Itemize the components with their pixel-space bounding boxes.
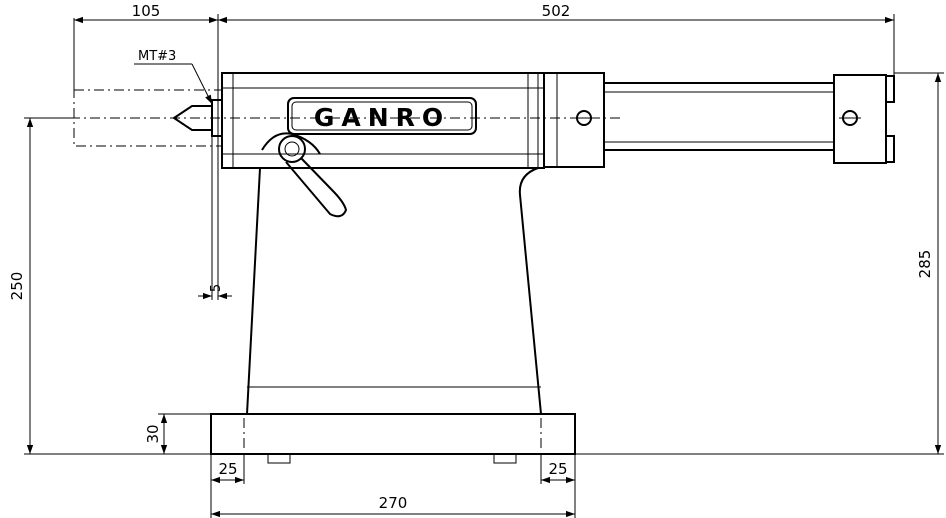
locking-lever[interactable]: [261, 132, 348, 218]
dimension-base-length: 270: [211, 494, 575, 518]
dimension-overall-height: 285: [575, 72, 944, 455]
dim-center-height-label: 250: [8, 272, 26, 301]
taper-callout: MT#3: [134, 49, 213, 105]
dim-base-thickness-label: 30: [144, 424, 162, 443]
pedestal: [246, 167, 542, 415]
dimension-overhang: 105: [73, 2, 219, 300]
logo-text: GANRO: [314, 103, 450, 132]
dimension-foot-left: 25: [210, 454, 245, 518]
dimension-offset: 5: [198, 136, 232, 300]
dim-foot-left-label: 25: [218, 460, 237, 478]
dim-offset-label: 5: [209, 284, 224, 292]
dimension-center-height: 250: [8, 117, 211, 455]
dim-overall-length-label: 502: [542, 2, 571, 20]
dimension-overall-length: 502: [218, 2, 895, 76]
hydraulic-cylinder: [543, 72, 895, 168]
base-plate: [210, 413, 576, 464]
dimension-foot-right: 25: [540, 454, 576, 518]
dim-foot-right-label: 25: [548, 460, 567, 478]
dim-base-length-label: 270: [379, 494, 408, 512]
dim-overall-height-label: 285: [916, 250, 934, 279]
taper-label: MT#3: [138, 49, 176, 64]
logo-plate: GANRO: [287, 97, 477, 135]
dimension-base-thickness: 30: [144, 413, 211, 454]
dim-overhang-label: 105: [132, 2, 161, 20]
